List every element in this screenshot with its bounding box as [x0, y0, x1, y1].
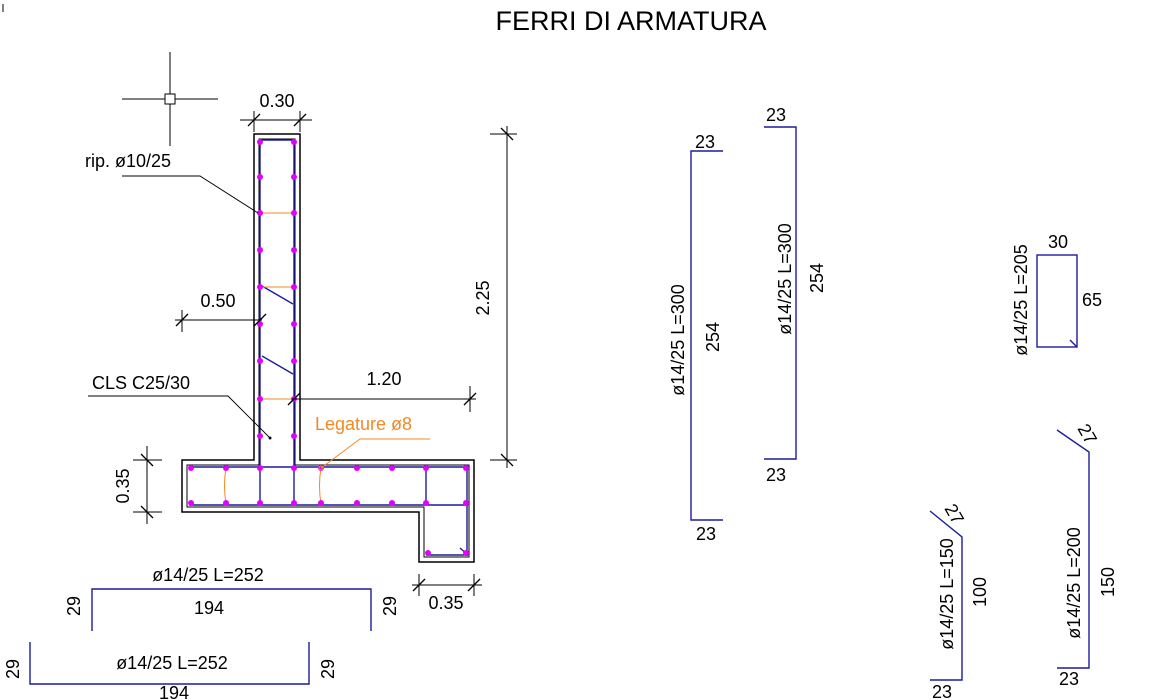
svg-text:100: 100 [970, 577, 990, 607]
svg-text:ø14/25 L=205: ø14/25 L=205 [1011, 244, 1031, 356]
dim-wall-width: 0.30 [240, 91, 312, 132]
svg-text:254: 254 [807, 263, 827, 293]
svg-text:194: 194 [159, 683, 189, 700]
svg-text:0.35: 0.35 [113, 468, 133, 503]
svg-text:1.20: 1.20 [366, 369, 401, 389]
svg-text:0.50: 0.50 [200, 291, 235, 311]
dim-key-width: 0.35 [412, 574, 482, 613]
bar-b1: 23 23 254 ø14/25 L=300 [668, 132, 723, 544]
label-ties: Legature ø8 [315, 414, 430, 471]
concrete-inner-outline [186, 138, 470, 558]
svg-text:23: 23 [766, 465, 786, 485]
svg-text:2.25: 2.25 [473, 280, 493, 315]
bar-b6: ø14/25 L=252 194 29 29 [64, 565, 400, 631]
page-title: FERRI DI ARMATURA [495, 6, 766, 36]
svg-text:23: 23 [1059, 669, 1079, 689]
svg-text:29: 29 [64, 596, 84, 616]
svg-text:CLS C25/30: CLS C25/30 [92, 373, 190, 393]
svg-text:29: 29 [380, 596, 400, 616]
dim-wall-height: 2.25 [473, 126, 517, 468]
svg-text:Legature ø8: Legature ø8 [315, 414, 412, 434]
bar-b4: 27 100 ø14/25 L=150 23 [929, 500, 990, 700]
bar-b5: 27 150 ø14/25 L=200 23 [1056, 420, 1118, 689]
svg-text:ø14/25 L=300: ø14/25 L=300 [668, 284, 688, 396]
svg-text:65: 65 [1082, 290, 1102, 310]
dim-toe-length: 1.20 [287, 369, 477, 412]
bar-b3: 30 65 ø14/25 L=205 [1011, 232, 1102, 356]
dim-wall-offset: 0.50 [175, 291, 267, 332]
crosshair-cursor-icon [122, 52, 218, 146]
rebar-dots [188, 139, 469, 556]
svg-text:23: 23 [696, 524, 716, 544]
label-distribution-bars: rip. ø10/25 [85, 151, 259, 214]
svg-text:23: 23 [695, 132, 715, 152]
label-concrete-class: CLS C25/30 [88, 373, 272, 440]
bar-b2: 23 23 254 ø14/25 L=300 [764, 105, 827, 485]
svg-text:0.35: 0.35 [428, 593, 463, 613]
svg-text:rip. ø10/25: rip. ø10/25 [85, 151, 171, 171]
dim-base-height: 0.35 [113, 446, 162, 524]
concrete-outline [181, 133, 475, 563]
svg-text:29: 29 [3, 659, 23, 679]
svg-text:23: 23 [932, 682, 952, 700]
svg-text:254: 254 [703, 322, 723, 352]
svg-text:30: 30 [1048, 232, 1068, 252]
svg-text:ø14/25 L=252: ø14/25 L=252 [152, 565, 264, 585]
svg-text:23: 23 [766, 105, 786, 125]
svg-text:29: 29 [318, 659, 338, 679]
svg-text:194: 194 [194, 598, 224, 618]
svg-text:0.30: 0.30 [259, 91, 294, 111]
svg-text:ø14/25 L=300: ø14/25 L=300 [775, 223, 795, 335]
svg-text:ø14/25 L=252: ø14/25 L=252 [116, 653, 228, 673]
svg-text:ø14/25 L=200: ø14/25 L=200 [1064, 527, 1084, 639]
svg-text:150: 150 [1098, 567, 1118, 597]
svg-text:ø14/25 L=150: ø14/25 L=150 [937, 538, 957, 650]
bar-b7: ø14/25 L=252 194 29 29 [3, 642, 338, 700]
wall-section [181, 133, 475, 563]
